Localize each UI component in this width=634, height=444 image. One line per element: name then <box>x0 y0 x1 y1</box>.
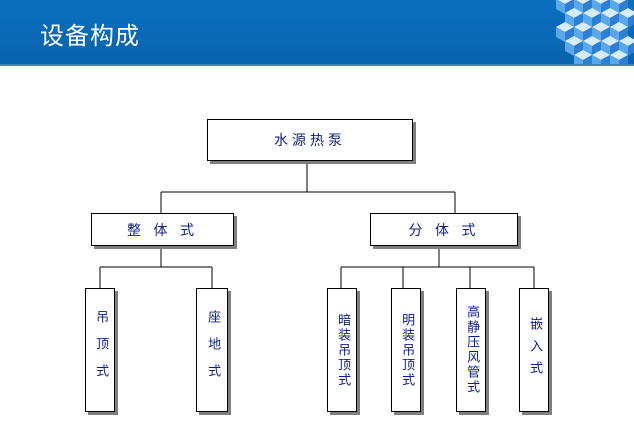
root-label: 水源热泵 <box>274 133 346 149</box>
leaf-node-concealed-ceiling: 暗装吊顶式 <box>327 288 357 412</box>
group-node-split: 分 体 式 <box>370 213 518 246</box>
leaf-node-high-static-duct: 高静压风管式 <box>456 288 486 412</box>
group-node-integral: 整 体 式 <box>91 213 234 246</box>
leaf-node-floor: 座地式 <box>196 288 228 412</box>
group-label: 整 体 式 <box>127 222 198 239</box>
header-divider <box>0 64 634 66</box>
leaf-label: 嵌入式 <box>527 317 543 383</box>
page-title: 设备构成 <box>40 22 140 50</box>
slide-header: 设备构成 <box>0 0 634 64</box>
root-node: 水源热泵 <box>207 119 413 161</box>
leaf-label: 明装吊顶式 <box>399 312 415 388</box>
group-label: 分 体 式 <box>408 222 480 239</box>
leaf-node-embedded: 嵌入式 <box>519 288 549 412</box>
leaf-label: 暗装吊顶式 <box>335 312 351 388</box>
leaf-label: 座地式 <box>205 309 221 391</box>
leaf-node-ceiling: 吊顶式 <box>85 288 115 412</box>
leaf-label: 吊顶式 <box>93 309 109 391</box>
leaf-node-exposed-ceiling: 明装吊顶式 <box>391 288 421 412</box>
leaf-label: 高静压风管式 <box>464 305 480 395</box>
